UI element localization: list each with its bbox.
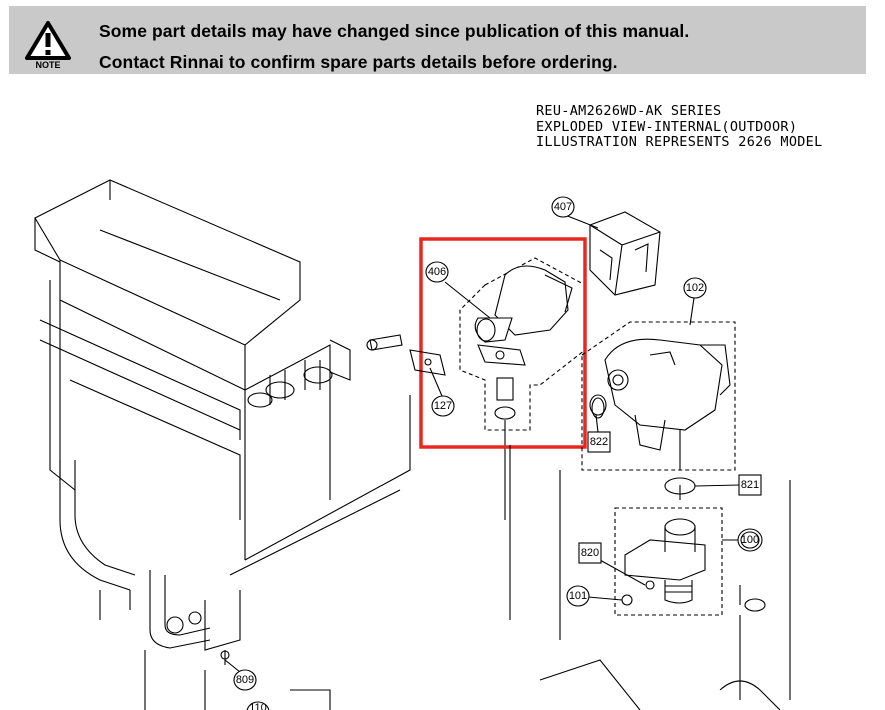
part-label-406: 406	[428, 266, 446, 278]
part-label-127: 127	[434, 400, 452, 412]
part-label-101: 101	[569, 590, 587, 602]
notice-banner: NOTE Some part details may have changed …	[9, 6, 866, 74]
callout-407: 407	[551, 196, 575, 218]
callout-821: 821	[738, 474, 762, 496]
notice-line-1: Some part details may have changed since…	[99, 21, 690, 41]
water-inlet-assembly	[614, 507, 766, 616]
callout-101: 101	[566, 585, 590, 607]
leader-lines	[224, 214, 741, 673]
callout-100: 100	[737, 528, 763, 552]
part-label-820: 820	[581, 547, 599, 559]
valve-cover	[589, 211, 661, 296]
callout-809: 809	[233, 669, 257, 691]
callout-406: 406	[425, 261, 449, 283]
diagram-title: REU-AM2626WD-AK SERIES EXPLODED VIEW-INT…	[536, 103, 823, 151]
part-label-102: 102	[686, 282, 704, 294]
callout-127: 127	[431, 395, 455, 417]
callout-102: 102	[683, 277, 707, 299]
part-label-822: 822	[590, 436, 608, 448]
notice-line-2: Contact Rinnai to confirm spare parts de…	[99, 52, 618, 72]
highlight-box	[419, 237, 587, 449]
part-label-110: 110	[249, 702, 267, 710]
title-line-1: REU-AM2626WD-AK SERIES	[536, 103, 722, 119]
gas-valve-assembly	[459, 257, 586, 520]
water-control-assembly	[581, 321, 736, 500]
callout-110: 110	[246, 701, 270, 710]
title-line-2: EXPLODED VIEW-INTERNAL(OUTDOOR)	[536, 118, 798, 135]
heat-exchanger	[34, 179, 411, 710]
part-label-407: 407	[554, 201, 572, 213]
callout-822: 822	[587, 431, 611, 453]
part-label-809: 809	[236, 674, 254, 686]
title-line-3: ILLUSTRATION REPRESENTS 2626 MODEL	[536, 134, 823, 150]
note-caption: NOTE	[35, 60, 60, 70]
hardware	[290, 334, 791, 710]
part-label-821: 821	[741, 479, 759, 491]
part-label-100: 100	[741, 534, 759, 546]
callout-820: 820	[578, 542, 602, 564]
warning-icon: NOTE	[25, 21, 71, 70]
